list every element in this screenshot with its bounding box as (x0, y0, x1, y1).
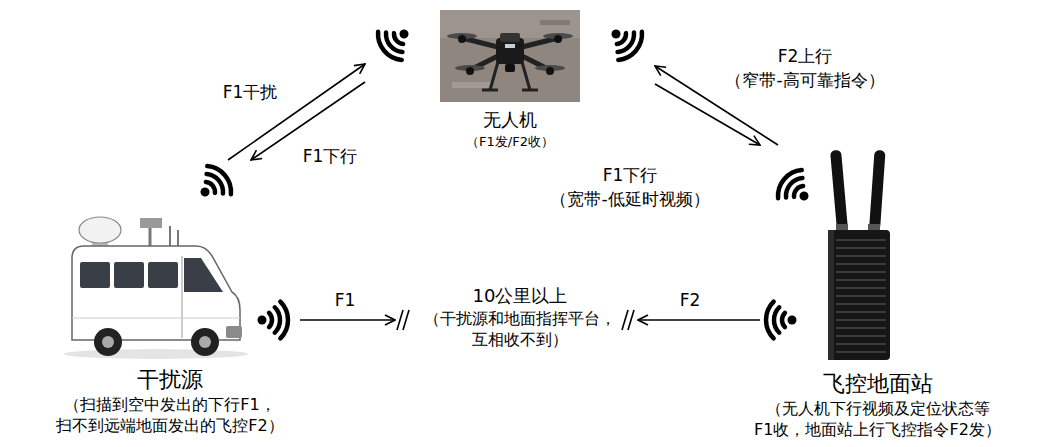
drone-motor (466, 67, 474, 75)
break-mark (403, 310, 409, 330)
station-fins (836, 240, 886, 352)
edge-label: F1下行 （宽带-低延时视频） (520, 163, 740, 211)
node-caption: （扫描到空中发出的下行F1， 扫不到远端地面发出的飞控F2） (25, 394, 315, 436)
signal-arrow (228, 64, 365, 160)
drone-light (505, 44, 515, 48)
van-hub (199, 336, 211, 348)
van-window (148, 262, 178, 288)
edge-label: F2上行 （窄带-高可靠指令） (695, 44, 915, 92)
node-title: 无人机 (365, 108, 655, 132)
van-window (114, 262, 144, 288)
break-mark (622, 310, 628, 330)
station-antenna (869, 150, 886, 231)
van-body (72, 246, 240, 340)
satellite-dish (79, 217, 121, 243)
distance-note: 10公里以上 (420, 284, 620, 308)
drone-foot (482, 89, 498, 92)
drone-node: 无人机（F1发/F2收） (365, 8, 655, 152)
drone-foot (522, 89, 538, 92)
van-mast-box (140, 218, 162, 228)
jammer-node: 干扰源（扫描到空中发出的下行F1， 扫不到远端地面发出的飞控F2） (25, 160, 315, 436)
photo-ground (440, 10, 580, 102)
van-shadow (64, 349, 248, 359)
van-window (80, 262, 110, 288)
van-bumper (226, 326, 242, 338)
node-caption: （无人机下行视频及定位状态等 F1收，地面站上行飞控指令F2发） (700, 398, 1055, 440)
van-antenna (177, 230, 179, 246)
station-side (828, 230, 834, 360)
break-mark (397, 310, 403, 330)
van-trim (72, 318, 240, 319)
signal-icon (258, 302, 288, 339)
station-body (828, 230, 890, 360)
van-wheel (191, 328, 219, 356)
van-antenna (169, 226, 171, 246)
van-hub (102, 336, 114, 348)
drone-motor (554, 35, 562, 43)
node-caption: （F1发/F2收） (365, 132, 655, 152)
edge-label: F1干扰 (200, 80, 300, 104)
drone-leg (522, 62, 530, 90)
signal-icon (772, 165, 819, 213)
photo-texture (540, 20, 570, 25)
drone-photo (440, 10, 580, 102)
drone-motor (458, 35, 466, 43)
van-wheel (94, 328, 122, 356)
note-text: （干扰源和地面指挥平台， 互相收不到） (400, 308, 640, 350)
drone-leg (490, 62, 498, 90)
van-door-line (182, 256, 183, 338)
drone-motor (546, 67, 554, 75)
signal-icon (601, 17, 648, 65)
signal-name: F1 (315, 288, 375, 312)
station-antenna (830, 150, 848, 231)
signal-icon (766, 302, 796, 339)
drone-gimbal (505, 64, 515, 72)
break-mark (628, 310, 634, 330)
signal-arrow (655, 84, 760, 145)
signal-icon (190, 161, 237, 209)
van-windshield (184, 258, 223, 292)
edge-label: F1下行 (280, 144, 380, 168)
ground-station-device (828, 150, 890, 360)
signal-name: F2 (660, 288, 720, 312)
node-title: 飞控地面站 (700, 370, 1055, 398)
drone-cover (500, 33, 520, 42)
node-title: 干扰源 (25, 366, 315, 394)
photo-texture (452, 82, 492, 88)
signal-icon (372, 17, 419, 65)
ground-station-node: 飞控地面站（无人机下行视频及定位状态等 F1收，地面站上行飞控指令F2发） (700, 145, 1055, 440)
blocked-link (638, 319, 760, 321)
blocked-link (300, 319, 395, 321)
jammer-van (64, 217, 248, 359)
